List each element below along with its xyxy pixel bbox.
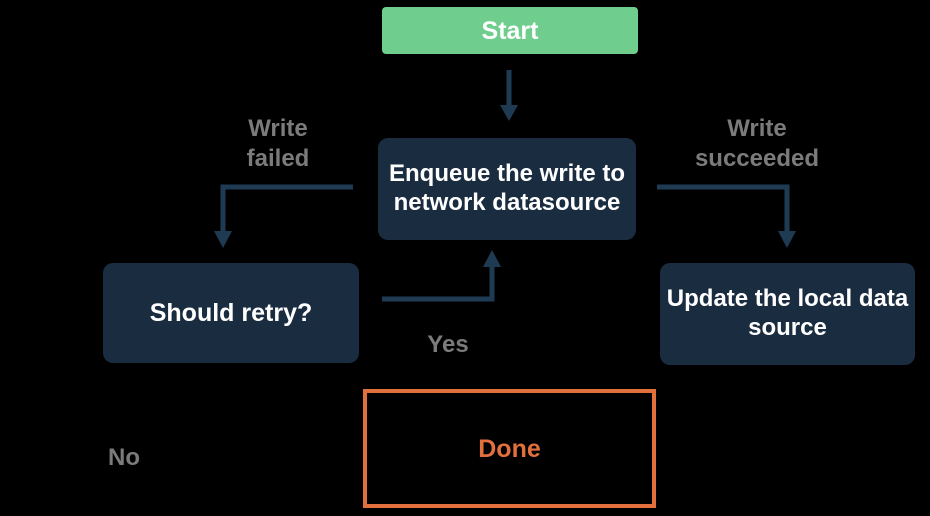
should-retry-node: Should retry? — [103, 263, 359, 363]
done-node-label: Done — [478, 434, 541, 463]
arrowhead-down-start — [500, 105, 518, 121]
arrow-enqueue-to-update-local — [657, 184, 790, 233]
arrow-should-retry-to-enqueue — [382, 266, 495, 302]
enqueue-write-node: Enqueue the write to network datasource — [378, 138, 636, 240]
arrowhead-up-enqueue — [483, 250, 501, 267]
update-local-node: Update the local data source — [660, 263, 915, 365]
update-local-node-label: Update the local data source — [666, 285, 909, 341]
arrow-enqueue-to-should-retry — [220, 184, 353, 233]
edge-label-yes: Yes — [427, 331, 469, 358]
start-node-label: Start — [481, 16, 539, 45]
enqueue-write-node-label: Enqueue the write to network datasource — [388, 160, 625, 216]
start-node: Start — [382, 7, 638, 54]
should-retry-node-label: Should retry? — [149, 299, 313, 327]
arrowhead-down-update-local — [778, 231, 796, 248]
edge-label-write-failed: Write failed — [246, 115, 310, 172]
arrowhead-down-should-retry — [214, 231, 232, 248]
edge-label-no: No — [108, 444, 140, 471]
done-node: Done — [363, 389, 656, 508]
edge-label-write-succeeded: Write succeeded — [694, 115, 820, 172]
